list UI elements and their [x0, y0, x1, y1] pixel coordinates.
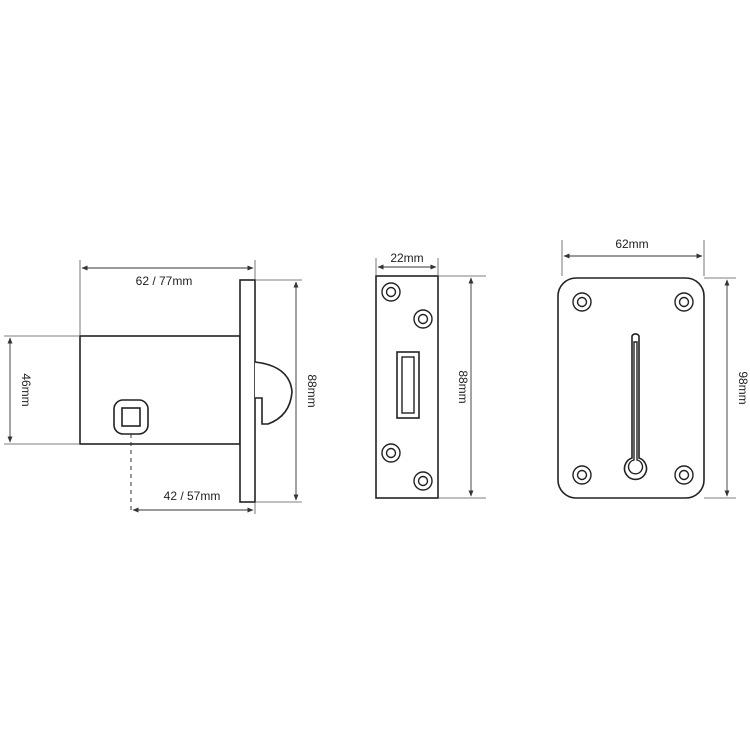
escutcheon-view: 62mm 98mm — [557, 237, 750, 499]
bolt-slot-outer — [396, 351, 420, 419]
bolt-hook — [254, 361, 293, 425]
lock-case — [79, 335, 241, 445]
escutcheon-screw-top-right — [674, 292, 694, 312]
forend-view: 22mm 88mm — [375, 251, 486, 499]
spindle-offset-label: 42 / 57mm — [164, 489, 221, 503]
escutcheon-screw-bottom-left — [572, 465, 592, 485]
escutcheon-height-label: 98mm — [736, 371, 750, 404]
bolt-slot-inner — [401, 356, 415, 414]
lock-faceplate — [239, 279, 256, 503]
faceplate-height-label: 88mm — [305, 374, 319, 407]
case-height-label: 46mm — [19, 373, 33, 406]
escutcheon-screw-bottom-right — [674, 465, 694, 485]
forend-screw-lower-left — [381, 443, 401, 463]
escutcheon-width-label: 62mm — [615, 237, 648, 251]
forend-width-label: 22mm — [390, 251, 423, 265]
escutcheon-plate — [557, 277, 705, 499]
lock-body-view: 62 / 77mm 46mm 88mm 42 / 57mm — [4, 260, 319, 514]
forend-height-label: 88mm — [456, 370, 470, 403]
keyhole-slot-inner — [627, 341, 644, 475]
forend-screw-upper-right — [413, 309, 433, 329]
forend-screw-bottom-right — [413, 471, 433, 491]
spindle-hole-square — [121, 407, 141, 427]
escutcheon-screw-top-left — [572, 292, 592, 312]
forend-screw-top-left — [381, 282, 401, 302]
keyhole-slot-outer — [623, 333, 648, 481]
backset-label: 62 / 77mm — [136, 274, 193, 288]
